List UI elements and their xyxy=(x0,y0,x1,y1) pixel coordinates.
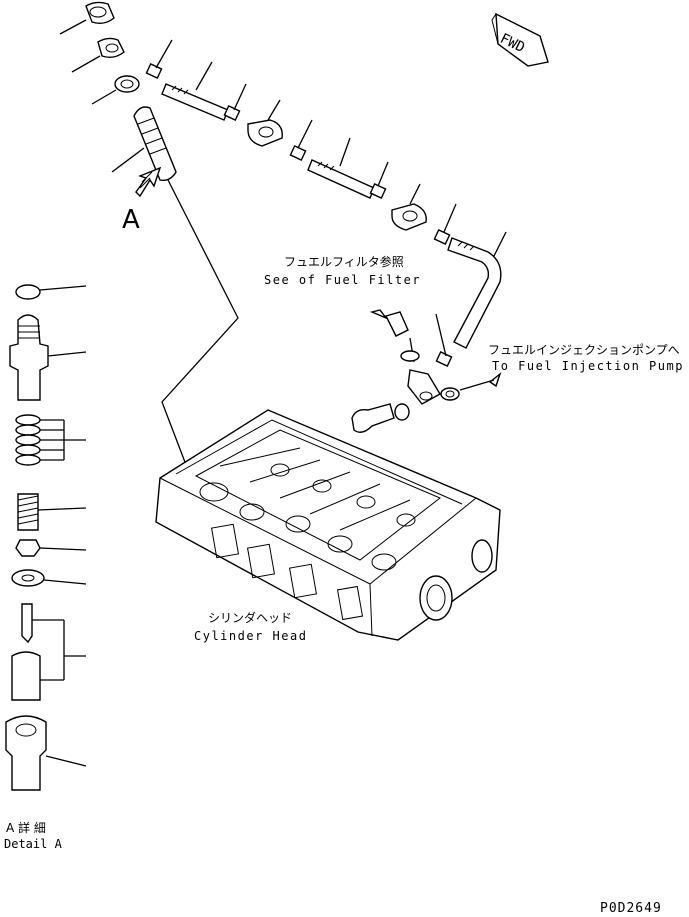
cylinder-head-jp-label: シリンダヘッド xyxy=(208,610,292,625)
fuel-filter-en-label: See of Fuel Filter xyxy=(264,273,421,287)
detail-a-jp-label: A 詳 細 xyxy=(6,820,46,835)
drawing-code: P0D2649 xyxy=(600,901,662,916)
pump-jp-label: フュエルインジェクションポンプへ xyxy=(488,343,680,357)
detail-a-marker: A xyxy=(122,166,162,235)
fwd-arrow-badge: FWD xyxy=(491,12,549,67)
cylinder-head: シリンダヘッド Cylinder Head xyxy=(155,409,501,643)
detail-marker-label: A xyxy=(122,205,140,235)
cylinder-head-en-label: Cylinder Head xyxy=(194,629,307,643)
fuel-filter-jp-label: フュエルフィルタ参照 xyxy=(284,254,404,269)
fuel-filter-reference: フュエルフィルタ参照 See of Fuel Filter xyxy=(264,254,421,363)
pump-connection: フュエルインジェクションポンプへ To Fuel Injection Pump xyxy=(351,313,684,433)
detail-a-column: A 詳 細 Detail A xyxy=(4,284,87,851)
shim-washers xyxy=(15,414,86,466)
pump-en-label: To Fuel Injection Pump xyxy=(492,359,684,373)
detail-a-en-label: Detail A xyxy=(4,837,63,851)
injector-top-parts xyxy=(59,1,239,471)
leak-off-pipe-chain xyxy=(145,39,507,349)
